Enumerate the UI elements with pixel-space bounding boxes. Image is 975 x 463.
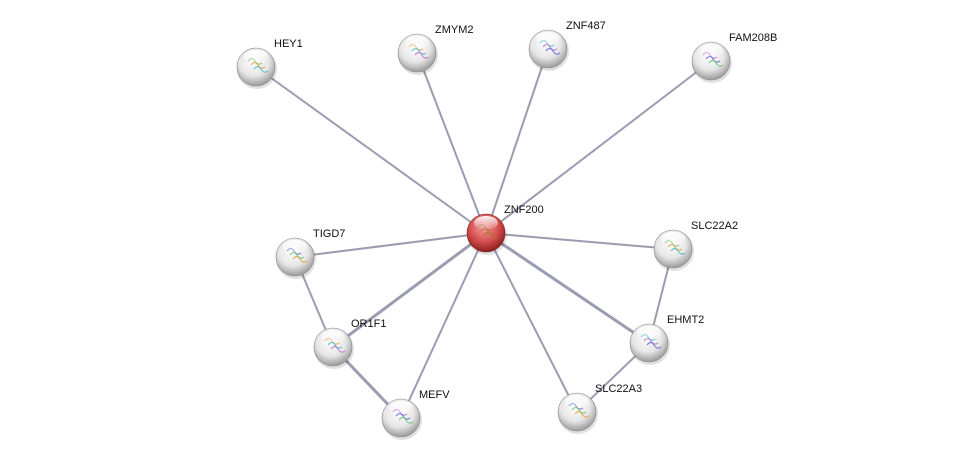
- edge-znf200-slc22a3[interactable]: [485, 232, 578, 413]
- node-zmym2[interactable]: ZMYM2: [397, 24, 474, 75]
- node-ehmt2[interactable]: EHMT2: [629, 314, 704, 365]
- edge-znf200-hey1[interactable]: [255, 66, 487, 234]
- node-fam208b[interactable]: FAM208B: [691, 32, 777, 83]
- node-slc22a3[interactable]: SLC22A3: [557, 383, 642, 434]
- edge-znf200-fam208b[interactable]: [485, 60, 712, 234]
- node-label: HEY1: [274, 38, 303, 50]
- edge-znf200-tigd7[interactable]: [294, 232, 487, 258]
- edge-znf200-slc22a2[interactable]: [485, 232, 674, 250]
- edge-znf200-znf487[interactable]: [485, 48, 549, 234]
- node-label: ZMYM2: [435, 24, 474, 36]
- edge-znf200-or1f1[interactable]: [332, 231, 487, 349]
- edge-znf200-zmym2[interactable]: [416, 52, 487, 234]
- node-label: OR1F1: [351, 318, 386, 330]
- node-or1f1[interactable]: OR1F1: [313, 318, 386, 369]
- node-slc22a2[interactable]: SLC22A2: [653, 220, 738, 271]
- node-znf487[interactable]: ZNF487: [528, 20, 606, 71]
- node-label: EHMT2: [667, 314, 704, 326]
- node-label: MEFV: [419, 389, 450, 401]
- node-tigd7[interactable]: TIGD7: [275, 228, 345, 279]
- node-mefv[interactable]: MEFV: [381, 389, 450, 440]
- edge-znf200-mefv[interactable]: [400, 232, 487, 419]
- node-label: ZNF487: [566, 20, 606, 32]
- node-label: ZNF200: [504, 204, 544, 216]
- node-hey1[interactable]: HEY1: [236, 38, 303, 89]
- edge-znf200-ehmt2[interactable]: [485, 231, 650, 345]
- node-label: FAM208B: [729, 32, 777, 44]
- node-label: TIGD7: [313, 228, 345, 240]
- node-label: SLC22A2: [691, 220, 738, 232]
- node-label: SLC22A3: [595, 383, 642, 395]
- node-znf200[interactable]: ZNF200: [466, 204, 544, 255]
